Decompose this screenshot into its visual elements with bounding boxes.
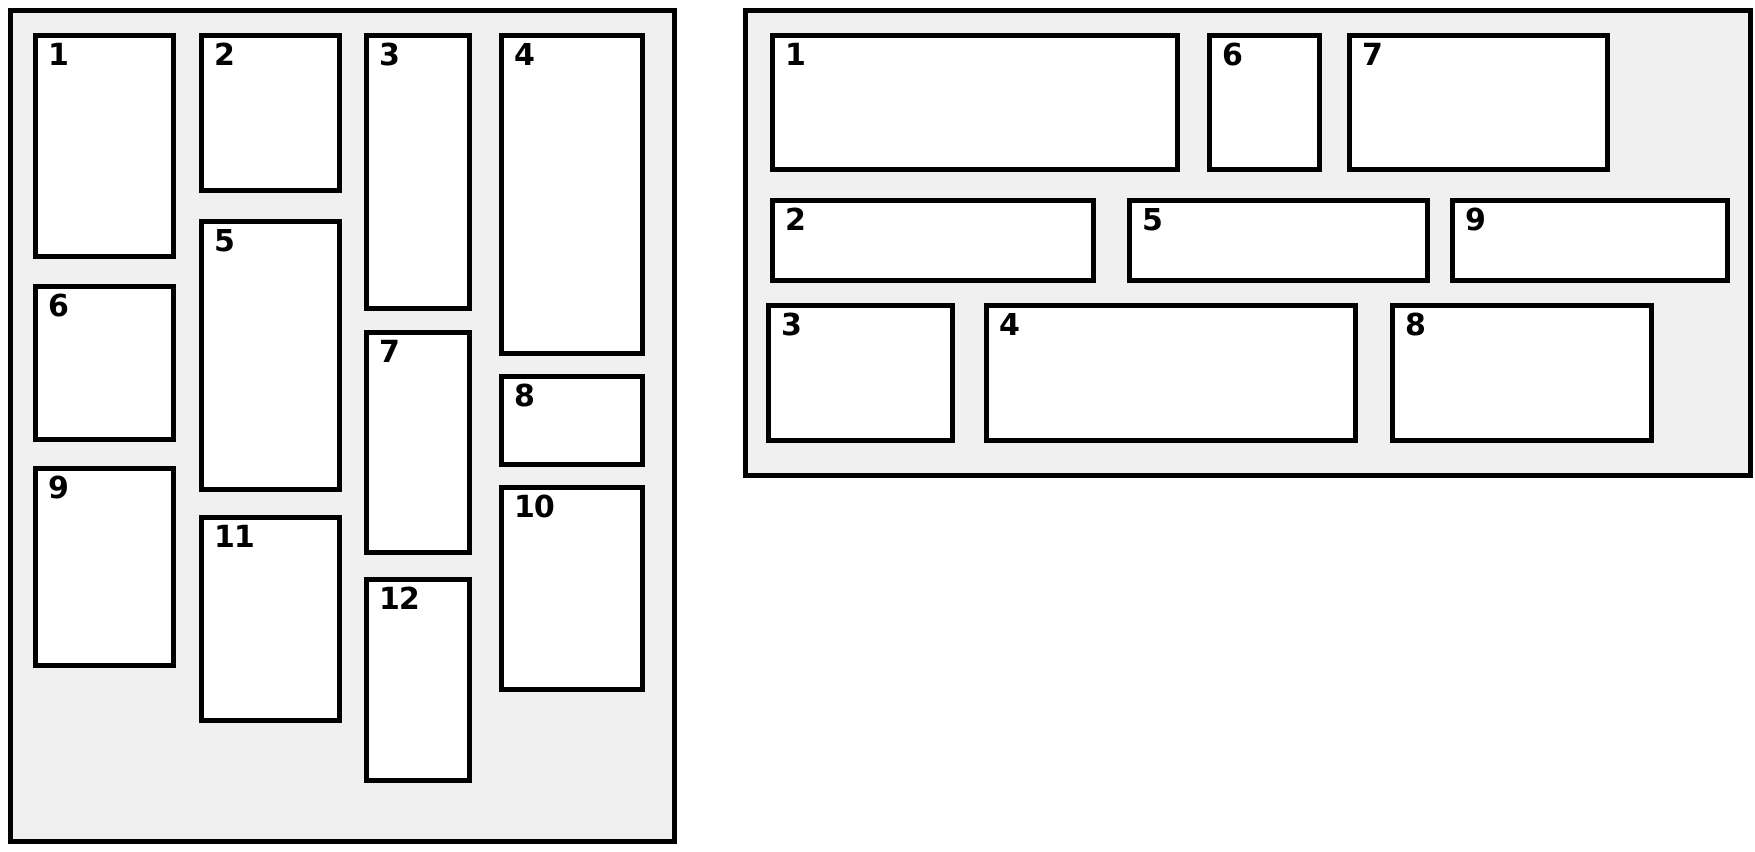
card-number-label: 3: [379, 38, 400, 73]
masonry-card-1: 1: [33, 33, 176, 259]
card-number-label: 2: [214, 38, 235, 73]
card-number-label: 5: [214, 224, 235, 259]
masonry-card-5: 5: [199, 219, 342, 492]
rows-card-1: 1: [770, 33, 1180, 172]
masonry-card-9: 9: [33, 466, 176, 668]
masonry-card-6: 6: [33, 284, 176, 442]
rows-card-8: 8: [1390, 303, 1654, 443]
masonry-card-4: 4: [499, 33, 645, 356]
card-number-label: 6: [1222, 38, 1243, 73]
card-number-label: 10: [514, 490, 555, 525]
masonry-card-7: 7: [364, 330, 472, 555]
card-number-label: 7: [1362, 38, 1383, 73]
card-number-label: 2: [785, 203, 806, 238]
rows-card-9: 9: [1450, 198, 1730, 283]
card-number-label: 1: [48, 38, 69, 73]
card-number-label: 5: [1142, 203, 1163, 238]
masonry-card-8: 8: [499, 374, 645, 467]
masonry-card-11: 11: [199, 515, 342, 723]
card-number-label: 1: [785, 38, 806, 73]
card-number-label: 7: [379, 335, 400, 370]
masonry-card-2: 2: [199, 33, 342, 193]
card-number-label: 12: [379, 582, 420, 617]
rows-card-3: 3: [766, 303, 955, 443]
rows-card-5: 5: [1127, 198, 1430, 283]
card-number-label: 8: [1405, 308, 1426, 343]
masonry-card-12: 12: [364, 577, 472, 783]
rows-card-7: 7: [1347, 33, 1610, 172]
masonry-layout-panel: 1 2 3 4 5 6 7 8 9 10 11 12: [8, 8, 677, 844]
masonry-card-10: 10: [499, 485, 645, 692]
card-number-label: 9: [1465, 203, 1486, 238]
card-number-label: 6: [48, 289, 69, 324]
card-number-label: 3: [781, 308, 802, 343]
card-number-label: 11: [214, 520, 255, 555]
card-number-label: 8: [514, 379, 535, 414]
rows-layout-panel: 1 2 3 4 5 6 7 8 9: [743, 8, 1753, 478]
card-number-label: 4: [999, 308, 1020, 343]
card-number-label: 4: [514, 38, 535, 73]
rows-card-2: 2: [770, 198, 1096, 283]
card-number-label: 9: [48, 471, 69, 506]
rows-card-4: 4: [984, 303, 1358, 443]
rows-card-6: 6: [1207, 33, 1322, 172]
masonry-card-3: 3: [364, 33, 472, 311]
